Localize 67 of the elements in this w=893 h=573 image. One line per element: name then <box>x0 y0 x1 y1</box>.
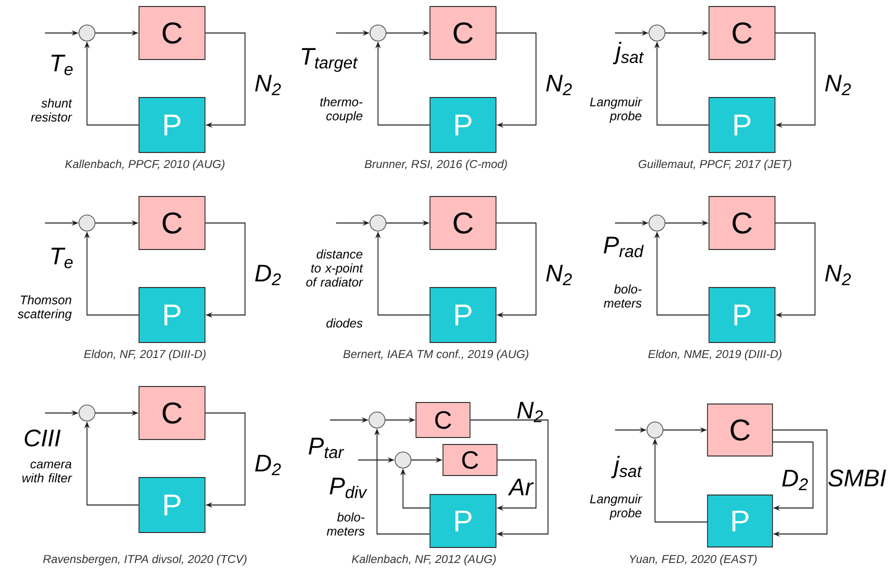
plant-box: P <box>430 97 496 153</box>
arrow <box>775 32 816 128</box>
signal-label: P$_{tar}$ <box>308 438 344 458</box>
controller-box: C <box>416 402 470 438</box>
edge-label: D$_{2}$ <box>255 454 281 476</box>
arrow <box>496 32 536 128</box>
controller-box: C <box>430 6 496 60</box>
plant-box: P <box>138 97 206 153</box>
signal-label: P$_{rad}$ <box>604 236 644 258</box>
controller-box: C <box>138 386 206 440</box>
controller-box: C <box>430 196 496 250</box>
sensor-label: camera with filter <box>22 462 72 482</box>
signal-label: P$_{div}$ <box>330 478 368 498</box>
sensor-label: bolo- meters <box>326 512 365 536</box>
edge-label: N$_{2}$ <box>255 74 281 96</box>
arrow <box>205 412 246 508</box>
controller-box: C <box>707 404 773 456</box>
summing-junction <box>648 214 666 232</box>
controller-box: C <box>138 6 206 60</box>
arrow <box>775 222 816 318</box>
signal-label: CIII <box>24 430 61 446</box>
sensor-label: Thomson scattering <box>18 295 72 321</box>
controller-box: C <box>138 196 206 250</box>
edge-label: SMBI <box>828 470 886 486</box>
summing-junction <box>370 214 386 232</box>
sensor-label: bolo- meters <box>604 284 642 308</box>
summing-junction <box>370 24 386 42</box>
arrow <box>470 420 548 537</box>
edge-label: N$_{2}$ <box>546 74 572 96</box>
arrow <box>205 32 246 128</box>
summing-junction <box>646 422 664 438</box>
summing-junction <box>78 214 96 232</box>
controller-box: C <box>708 6 776 60</box>
plant-box: P <box>707 494 773 548</box>
sensor-label: shunt resistor <box>31 98 72 122</box>
citation: Yuan, FED, 2020 (EAST) <box>630 554 757 566</box>
controller-box: C <box>708 196 776 250</box>
summing-junction <box>78 24 96 42</box>
edge-label: Ar <box>508 478 534 496</box>
plant-box: P <box>138 287 206 343</box>
plant-box: P <box>708 97 776 153</box>
arrow <box>496 222 536 318</box>
plant-box: P <box>708 287 776 343</box>
sensor-label: distance to x-point of radiator <box>306 249 364 287</box>
sensor-label: thermo- couple <box>320 97 363 123</box>
sensor-label: Langmuir probe <box>590 97 642 123</box>
plant-box: P <box>430 287 496 343</box>
edge-label: N$_{2}$ <box>546 264 572 286</box>
arrow <box>772 430 828 537</box>
edge-label: N$_{2}$ <box>825 264 851 286</box>
summing-junction <box>394 452 412 468</box>
summing-junction <box>78 404 96 422</box>
arrow <box>772 442 814 511</box>
controller-box: C <box>442 444 498 476</box>
edge-label: N$_{2}$ <box>517 402 543 422</box>
summing-junction <box>368 412 386 428</box>
plant-box: P <box>138 477 206 533</box>
citation: Ravensbergen, ITPA divsol, 2020 (TCV) <box>43 554 246 566</box>
edge-label: D$_{2}$ <box>255 264 281 286</box>
edge-label: N$_{2}$ <box>825 74 851 96</box>
arrow <box>205 222 246 318</box>
sensor-label: Langmuir probe <box>590 494 642 520</box>
signal-label: j$_{sat}$ <box>611 456 642 478</box>
edge-label: D$_{2}$ <box>782 470 808 490</box>
plant-box: P <box>430 494 496 548</box>
sensor-label: diodes <box>326 318 363 328</box>
summing-junction <box>648 24 666 42</box>
